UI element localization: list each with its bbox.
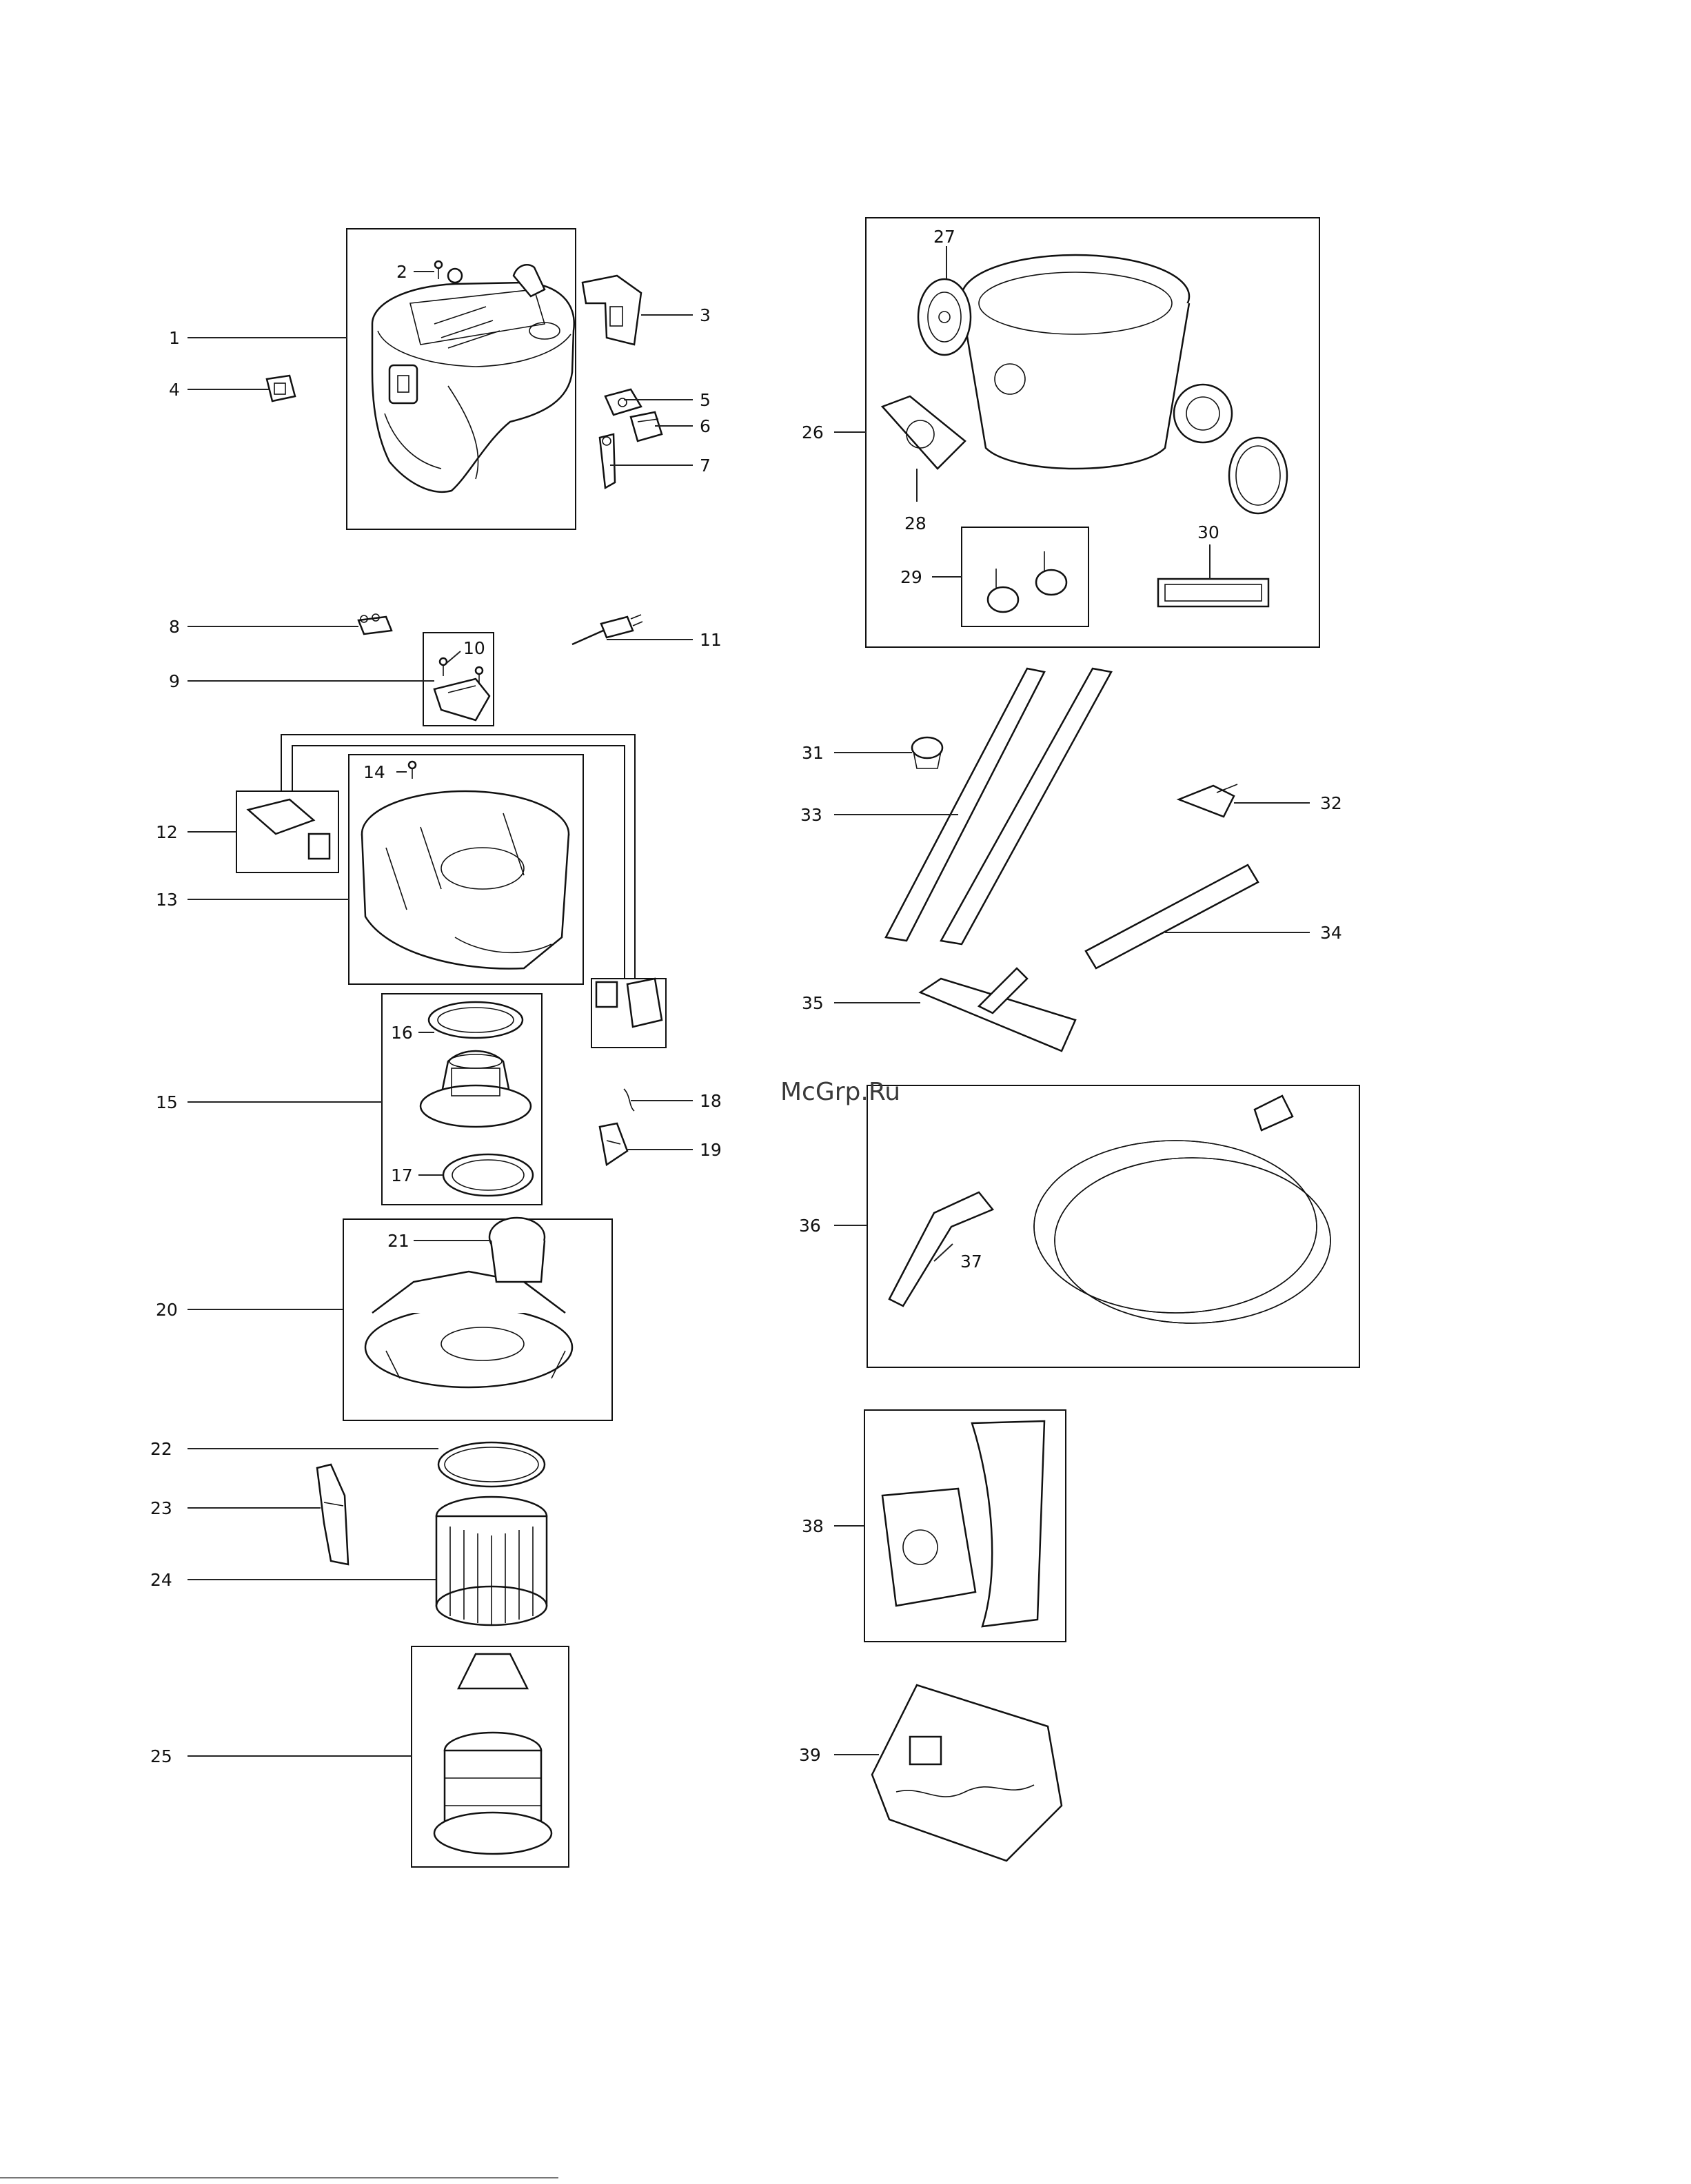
callout-20: 20 [156,1300,178,1320]
callout-30: 30 [1197,522,1219,542]
callout-28: 28 [904,513,926,533]
callout-12: 12 [156,822,178,842]
callout-7: 7 [700,456,711,476]
callout-9: 9 [169,671,180,691]
part-flap-23 [317,1464,348,1564]
callout-26: 26 [802,422,824,442]
part-8 [358,614,392,634]
part-5 [605,389,641,415]
callout-13: 13 [156,890,178,910]
callout-29: 29 [900,567,922,587]
part-drawings [248,255,1330,1861]
callout-3: 3 [700,305,711,325]
part-bag-39 [872,1685,1062,1861]
callout-17: 17 [391,1165,413,1185]
part-handle-37 [889,1192,993,1306]
part-25 [434,1654,551,1854]
part-wheel-27 [918,279,971,355]
part-28 [882,396,965,469]
callout-38: 38 [802,1516,824,1536]
callout-31: 31 [802,743,824,763]
callout-18: 18 [700,1091,722,1111]
part-12-panel [596,979,662,1027]
part-motor-15 [421,1051,531,1127]
callout-36: 36 [799,1216,821,1236]
callout-35: 35 [802,993,824,1013]
part-tank-26 [962,255,1232,469]
callout-1: 1 [169,328,180,348]
part-clip-3 [583,276,641,345]
callout-10: 10 [463,638,485,658]
part-tube-34 [1086,865,1258,968]
callout-32: 32 [1320,793,1342,813]
part-7 [600,434,615,488]
part-ring-17 [443,1154,533,1196]
callout-19: 19 [700,1140,722,1160]
part-9 [434,679,489,720]
callout-15: 15 [156,1092,178,1112]
callout-11: 11 [700,630,722,650]
callout-27: 27 [933,227,955,247]
part-screw-14 [409,762,416,779]
part-tubes-33 [886,669,1111,944]
part-bag-38 [882,1421,1044,1626]
part-clip-31 [912,737,942,768]
part-floor-tool-35 [920,968,1075,1051]
callout-37: 37 [960,1252,982,1272]
part-20 [365,1272,572,1387]
part-switch-4 [267,376,295,401]
part-ring-22 [438,1442,545,1487]
part-hose-36 [1034,1096,1330,1323]
watermark: McGrp.Ru [780,1078,900,1106]
callout-6: 6 [700,416,711,436]
part-label-30 [1158,579,1268,606]
callout-14: 14 [363,762,385,782]
callout-34: 34 [1320,923,1342,943]
callout-23: 23 [150,1498,172,1518]
part-21 [489,1218,545,1282]
leader-lines [188,246,1310,1756]
callout-24: 24 [150,1570,172,1590]
part-ring-26b [1229,438,1287,513]
callout-2: 2 [396,262,407,282]
callout-25: 25 [150,1746,172,1766]
part-nozzle-32 [1179,784,1237,817]
callout-22: 22 [150,1439,172,1459]
callout-5: 5 [700,390,711,410]
callout-39: 39 [799,1745,821,1765]
part-upper-housing [372,265,574,492]
part-base-13 [362,791,569,969]
part-ring-16 [429,1002,523,1038]
callout-8: 8 [169,617,180,637]
part-19 [600,1123,627,1165]
part-filter-24 [436,1497,547,1625]
callout-21: 21 [387,1231,409,1251]
callout-4: 4 [169,380,180,400]
part-casters-29 [988,551,1066,612]
callout-33: 33 [800,805,822,825]
callout-16: 16 [391,1023,413,1043]
part-12 [248,799,330,859]
part-screw-2 [435,261,442,279]
